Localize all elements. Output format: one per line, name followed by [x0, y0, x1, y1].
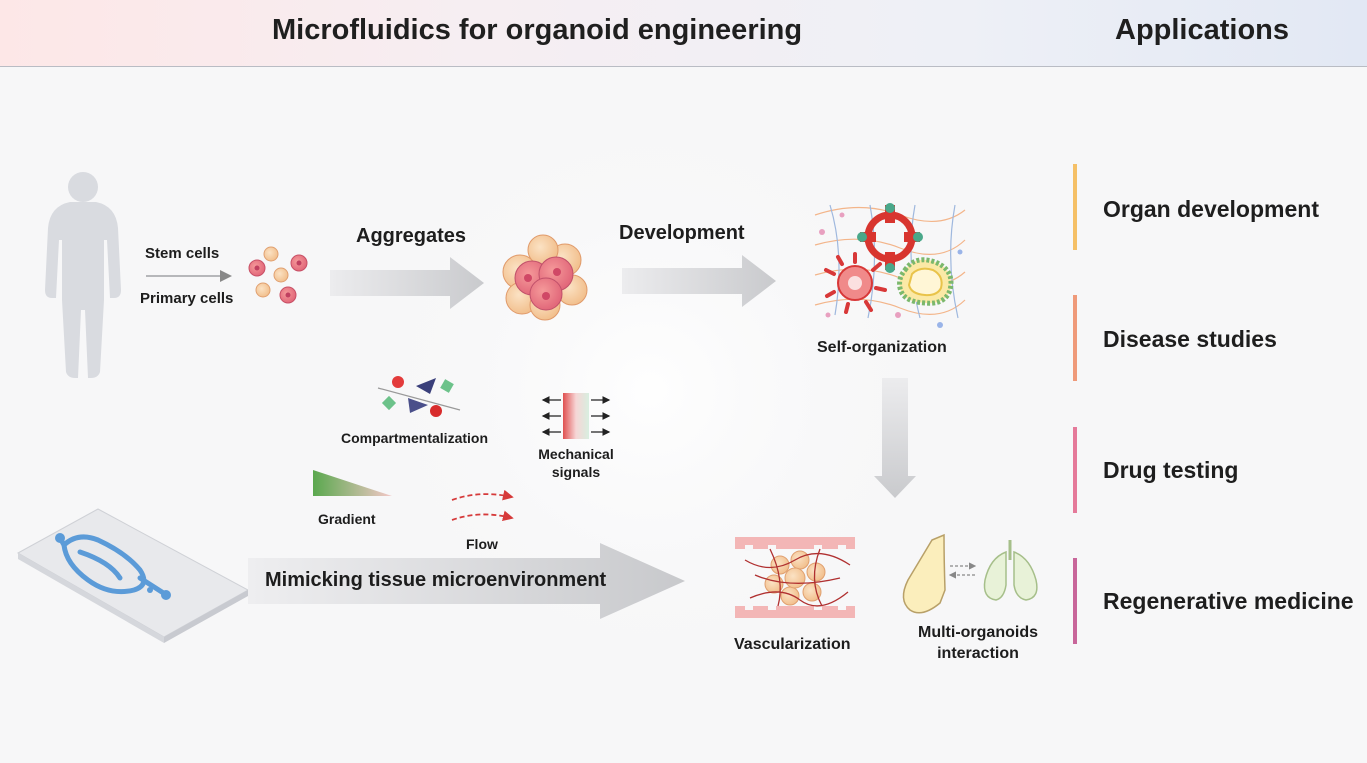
development-label: Development [619, 222, 745, 244]
development-arrow [622, 255, 776, 307]
flow-label: Flow [466, 536, 498, 552]
app-organ-development: Organ development [1103, 196, 1319, 222]
self-organization-icon [814, 203, 966, 328]
aggregate-cluster-icon [502, 234, 588, 321]
mechanical-signals-label-line1: Mechanical [538, 446, 614, 462]
compartmentalization-icon [377, 376, 461, 417]
app-disease-studies: Disease studies [1103, 326, 1277, 352]
multi-organoids-label-line2: interaction [937, 645, 1019, 662]
app-bar-disease-studies [1073, 295, 1077, 381]
multi-organoids-label-line1: Multi-organoids [918, 624, 1038, 641]
app-bar-drug-testing [1073, 427, 1077, 513]
gradient-icon [313, 470, 392, 496]
primary-cells-label: Primary cells [140, 290, 234, 307]
microfluidic-chip-icon [16, 508, 250, 643]
app-bar-organ-development [1073, 164, 1077, 250]
app-bar-regenerative-medicine [1073, 558, 1077, 644]
down-arrow [874, 378, 916, 498]
main-title: Microfluidics for organoid engineering [272, 14, 803, 46]
mechanical-signals-label-line2: signals [551, 464, 601, 480]
cells-cluster-icon [248, 246, 308, 304]
compartmentalization-label: Compartmentalization [341, 430, 489, 446]
mimicking-arrow [248, 543, 685, 619]
vascularization-icon [735, 537, 855, 618]
stem-cells-label: Stem cells [145, 245, 220, 262]
aggregates-arrow [330, 257, 484, 309]
multi-organoids-icon [902, 533, 1038, 614]
vascularization-label: Vascularization [734, 636, 851, 653]
aggregates-label: Aggregates [356, 225, 467, 247]
header-bar: Microfluidics for organoid engineering A… [0, 0, 1367, 67]
gradient-label: Gradient [318, 511, 376, 527]
mechanical-signals-icon [541, 393, 611, 439]
self-organization-label: Self-organization [817, 339, 947, 356]
flow-icon [451, 489, 514, 522]
app-drug-testing: Drug testing [1103, 457, 1239, 483]
app-regenerative-medicine: Regenerative medicine [1103, 588, 1354, 614]
mimicking-label: Mimicking tissue microenvironment [265, 569, 607, 591]
human-silhouette-icon [45, 172, 121, 378]
applications-title: Applications [1115, 14, 1290, 46]
